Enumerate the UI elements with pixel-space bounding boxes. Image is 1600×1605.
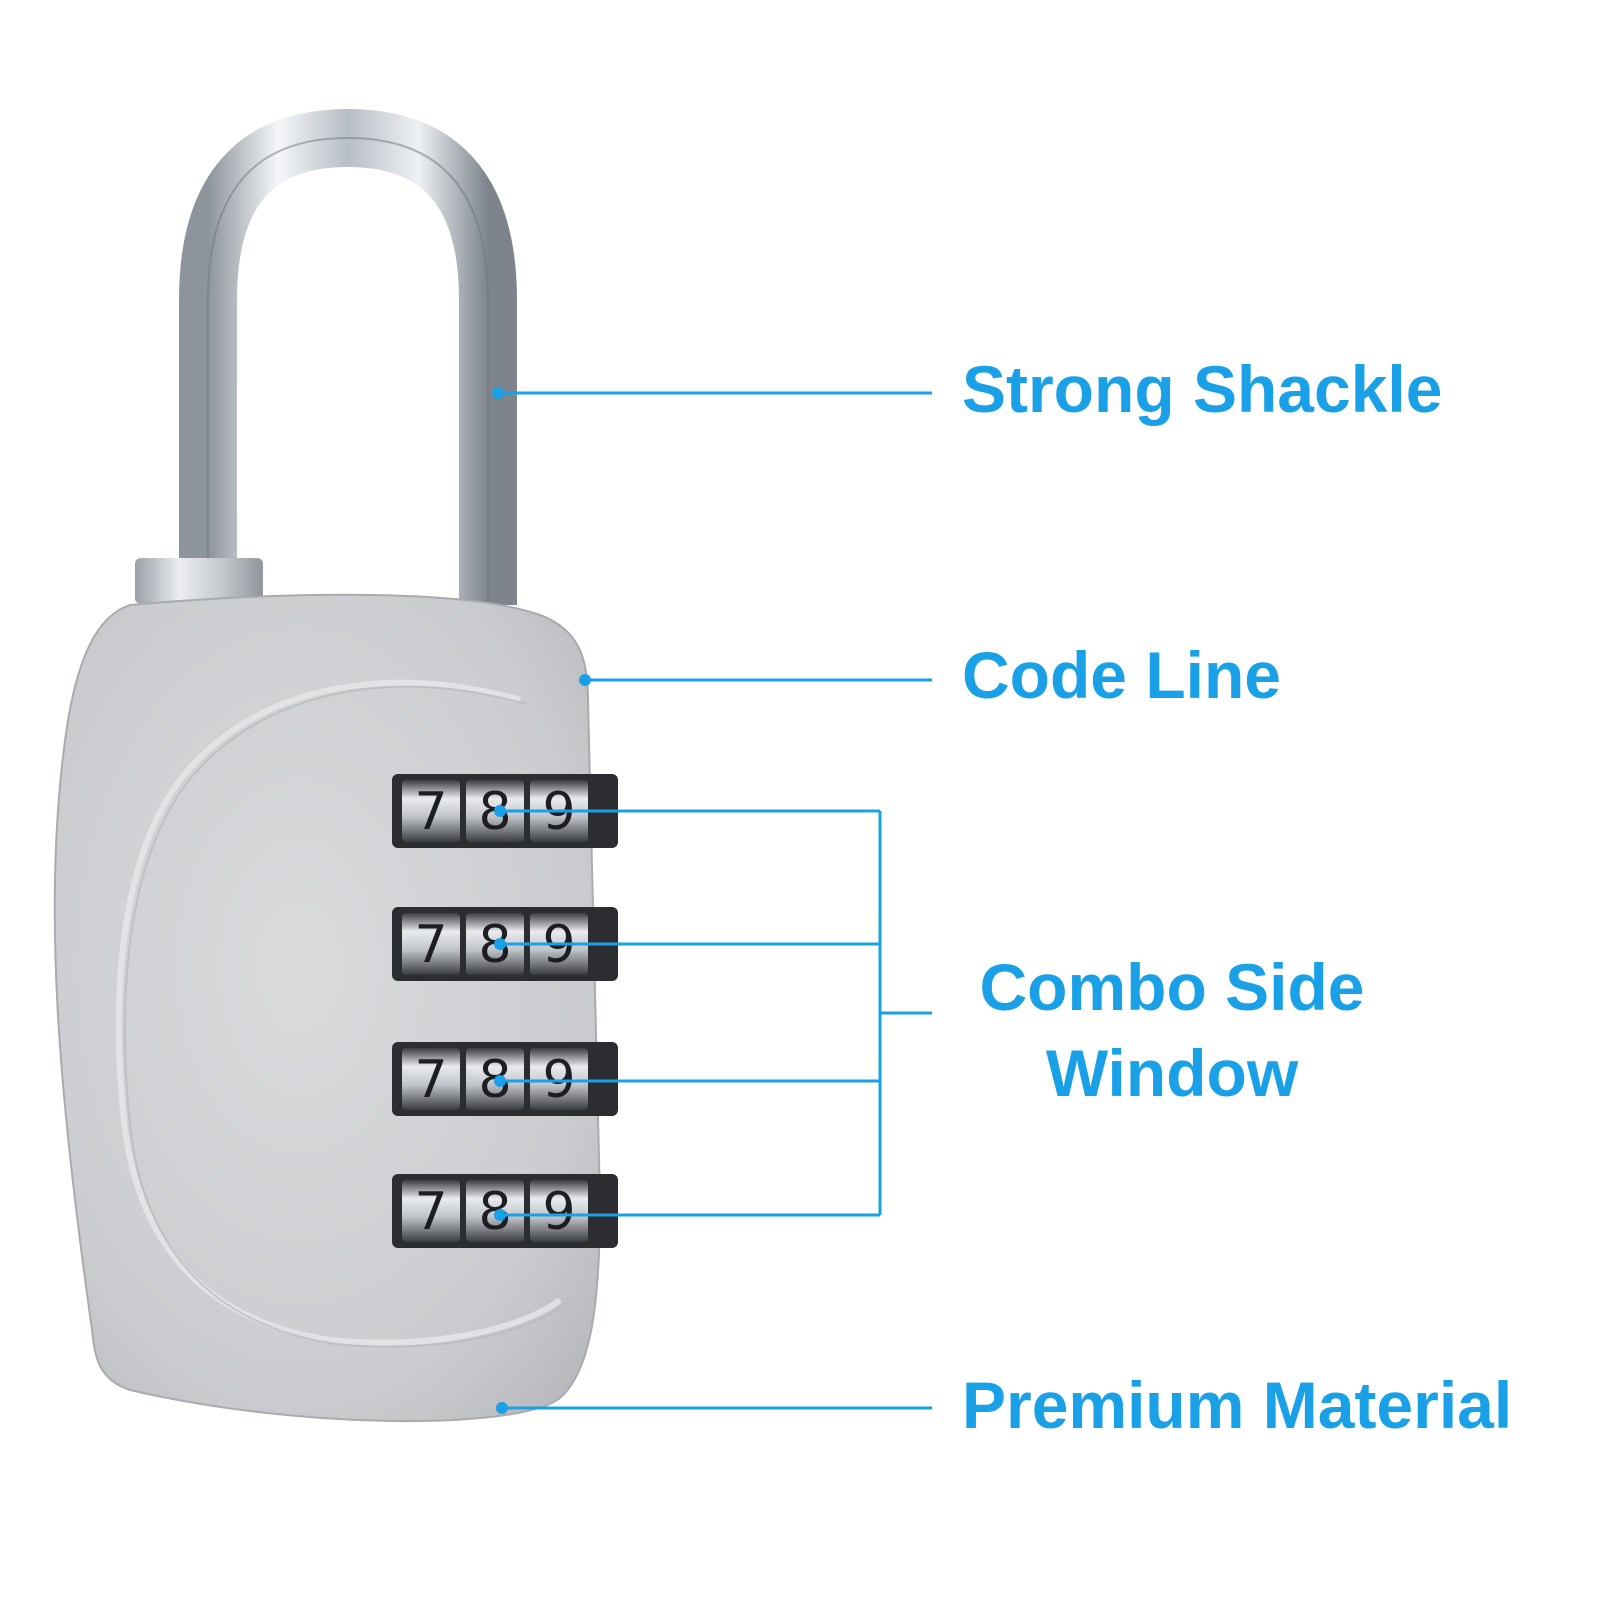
dial-cell [402, 1180, 460, 1242]
dial-cell [466, 1180, 524, 1242]
label-code-line: Code Line [962, 638, 1282, 712]
dial-digit: 7 [414, 915, 447, 975]
label-combo-side-window: Combo Side Window [962, 944, 1382, 1116]
label-combo-side-window-line1: Combo Side [979, 950, 1365, 1024]
dial-row[interactable]: 789 [392, 1174, 618, 1248]
shackle-collar [135, 558, 263, 604]
lock-body [53, 593, 602, 1423]
dial-cell [402, 780, 460, 842]
dial-cell [402, 1048, 460, 1110]
dial-cell [530, 1180, 588, 1242]
label-premium-material: Premium Material [962, 1368, 1513, 1442]
dial-cell [530, 1048, 588, 1110]
dial-digit: 7 [414, 782, 447, 842]
label-strong-shackle: Strong Shackle [962, 352, 1443, 426]
dial-digit: 7 [414, 1182, 447, 1242]
dial-cell [402, 913, 460, 975]
dial-digit: 9 [542, 1182, 575, 1242]
label-combo-side-window-line2: Window [1045, 1036, 1299, 1110]
shackle [179, 108, 517, 605]
dial-digit: 7 [414, 1050, 447, 1110]
